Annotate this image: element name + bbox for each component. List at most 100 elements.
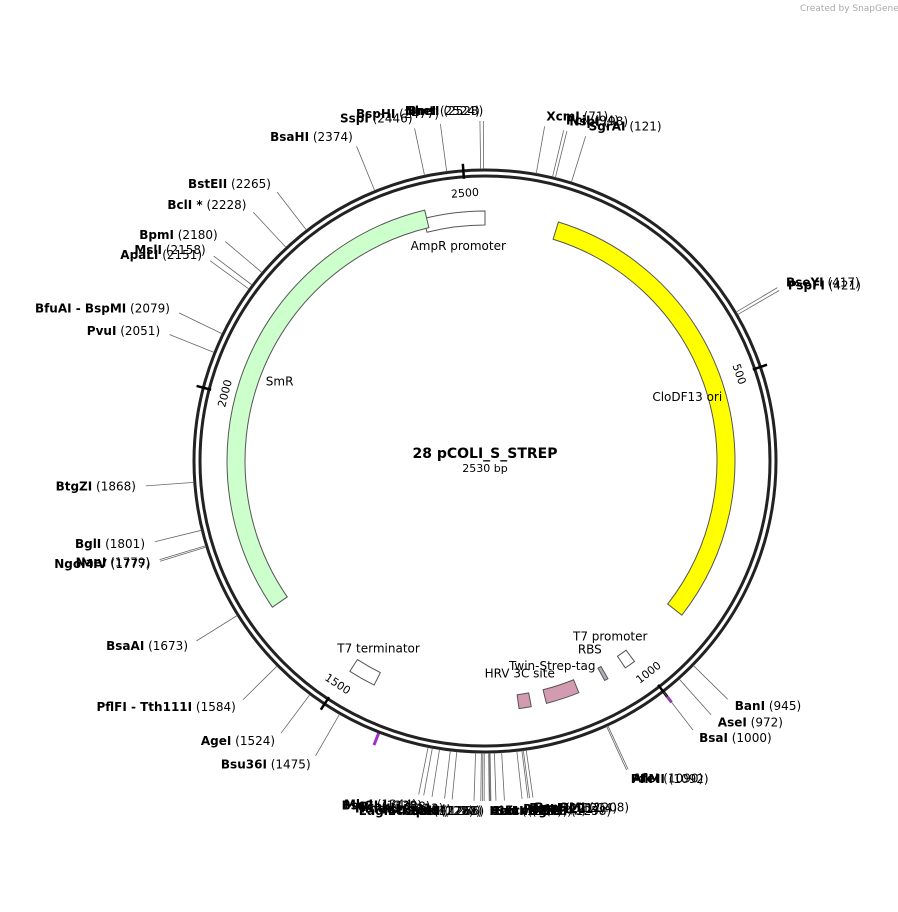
site-leader-psti [451, 751, 458, 800]
site-label-eco53ki[interactable]: Eco53kI (1266) [388, 803, 484, 817]
site-label-bsteii[interactable]: BstEII (2265) [188, 177, 271, 191]
feature-rbs[interactable] [597, 665, 609, 682]
site-leader-bsu36i [315, 713, 340, 756]
feature-label-smr: SmR [266, 375, 294, 389]
feature-hrv-3c-site[interactable] [516, 692, 532, 710]
site-label-bgli[interactable]: BglI (1801) [75, 537, 145, 551]
site-leader-acci [488, 752, 491, 801]
site-label-msli[interactable]: MslI (2158) [134, 243, 205, 257]
site-leader-bseyi [735, 287, 778, 313]
site-label-xcmi[interactable]: XcmI (71) [546, 109, 608, 123]
site-label-bsu36i[interactable]: Bsu36I (1475) [221, 757, 311, 771]
site-label-pflfi[interactable]: PflFI - Tth111I (1584) [96, 699, 235, 713]
tick-label-1500: 1500 [322, 671, 353, 697]
site-label-spei[interactable]: SpeI (1270) [407, 803, 481, 817]
site-label-bcli[interactable]: BclI * (2228) [167, 197, 246, 211]
site-label-bamhi[interactable]: BamHI (1214) [529, 801, 617, 815]
feature-label-twin-strep-tag: Twin-Strep-tag [508, 659, 595, 673]
site-leader-sgrai [571, 136, 587, 183]
site-leader-nspi [554, 130, 568, 178]
feature-label-clodf13-ori: CloDF13 ori [652, 390, 722, 404]
site-leader-stui [494, 752, 497, 801]
feature-smr[interactable] [226, 209, 430, 608]
site-leader-apai [522, 750, 531, 799]
feature-t7-promoter[interactable] [616, 649, 636, 669]
site-leader-pflfi [242, 665, 278, 701]
site-label-nspi[interactable]: NspI (98) [569, 114, 628, 128]
site-label-pspomi[interactable]: PspOMI (1208) [534, 800, 629, 814]
tick-mark-1500 [319, 696, 331, 711]
site-leader-pcii [552, 130, 565, 178]
primer-mark-t7-term[interactable] [372, 732, 381, 746]
site-leader-asei [678, 678, 712, 716]
site-label-bpmi[interactable]: BpmI (2180) [139, 228, 217, 242]
site-leader-bsrgi [423, 748, 433, 796]
tick-label-500: 500 [730, 362, 749, 386]
site-label-ngomiv[interactable]: NgoMIV (1777) [54, 557, 150, 571]
site-label-agei[interactable]: AgeI (1524) [201, 734, 275, 748]
created-by-credit: Created by SnapGene [800, 4, 898, 14]
site-label-nhei[interactable]: NheI (2524) [405, 104, 480, 118]
feature-ampr-promoter[interactable] [422, 210, 486, 233]
feature-twin-strep-tag[interactable] [542, 679, 580, 704]
site-label-bani[interactable]: BanI (945) [735, 699, 801, 713]
site-label-apali[interactable]: ApaLI (2151) [120, 247, 202, 261]
site-label-bsrgi[interactable]: BsrGI (1338) [342, 798, 422, 812]
site-label-eagi[interactable]: EagI - NotI (1278) [359, 803, 474, 817]
site-label-rsrii[interactable]: RsrII (1221) [523, 801, 598, 815]
site-label-pspfi[interactable]: PspFI (421) [788, 278, 861, 292]
site-leader-pflmi [606, 726, 627, 771]
site-label-mlui[interactable]: MluI (1344) [344, 797, 417, 811]
site-label-sspi[interactable]: SspI (2446) [340, 111, 413, 125]
tick-label-2500: 2500 [451, 186, 480, 201]
site-leader-scai [431, 749, 440, 797]
site-label-stui[interactable]: StuI (1252) [496, 803, 567, 817]
site-leader-pvui [169, 334, 215, 353]
site-label-bsai[interactable]: BsaI (1000) [699, 730, 772, 744]
site-label-sgrai[interactable]: SgrAI (121) [589, 119, 662, 133]
site-label-pvui[interactable]: PvuI (2051) [87, 323, 160, 337]
site-leader-rsrii [516, 751, 523, 800]
site-label-bsphi[interactable]: BspHI (2477) [356, 107, 439, 121]
feature-label-ampr-promoter: AmpR promoter [411, 239, 506, 253]
site-label-apai[interactable]: ApaI (1212) [531, 800, 605, 814]
site-label-psti[interactable]: PstI (1304) [381, 802, 451, 816]
site-label-btgzi[interactable]: BtgZI (1868) [56, 479, 136, 493]
site-label-ecori[interactable]: EcoRI (1242) [505, 803, 586, 817]
site-label-bseyi[interactable]: BseYI (417) [786, 275, 860, 289]
plasmid-length: 2530 bp [462, 462, 507, 475]
site-label-bmti[interactable]: BmtI (2528) [408, 104, 484, 118]
site-leader-nhei [479, 121, 482, 170]
site-label-afei[interactable]: AfeI (1090) [632, 771, 703, 785]
site-leader-bsteii [276, 191, 307, 231]
site-leader-mlui [418, 747, 429, 795]
backbone-outer-ring [192, 168, 778, 754]
site-label-saci[interactable]: SacI (1268) [410, 803, 482, 817]
site-leader-bsai [663, 691, 694, 731]
site-label-hindiii[interactable]: HindIII (1313) [355, 801, 443, 815]
site-label-bfuai[interactable]: BfuAI - BspMI (2079) [35, 301, 170, 315]
site-label-sali[interactable]: SalI - SgrDI (1258) [491, 803, 611, 817]
site-label-pflmi[interactable]: PflMI (1092) [631, 772, 709, 786]
site-leader-eagi [473, 752, 476, 801]
site-label-pcii[interactable]: PciI (94) [566, 113, 619, 127]
site-leader-hincii [488, 752, 490, 801]
feature-t7-terminator[interactable] [349, 658, 382, 686]
tick-label-2000: 2000 [215, 378, 235, 408]
site-label-bsaai[interactable]: BsaAI (1673) [106, 639, 188, 653]
site-leader-ngomiv [159, 546, 207, 562]
site-leader-bgli [154, 529, 202, 543]
site-label-asei[interactable]: AseI (972) [718, 715, 783, 729]
backbone-inner-ring [198, 174, 772, 748]
site-leader-ecori [501, 752, 505, 801]
site-leader-bamhi [521, 750, 529, 799]
tick-mark-2500 [461, 163, 466, 179]
site-label-bsahi[interactable]: BsaHI (2374) [270, 129, 353, 143]
site-leader-apali [209, 260, 250, 290]
feature-clodf13-ori[interactable] [552, 221, 736, 616]
site-label-hincii[interactable]: HincII (1260) [489, 803, 571, 817]
site-label-acci[interactable]: AccI (1259) [490, 803, 562, 817]
site-label-naei[interactable]: NaeI (1779) [76, 555, 150, 569]
site-label-scai[interactable]: ScaI (1328) [358, 799, 430, 813]
